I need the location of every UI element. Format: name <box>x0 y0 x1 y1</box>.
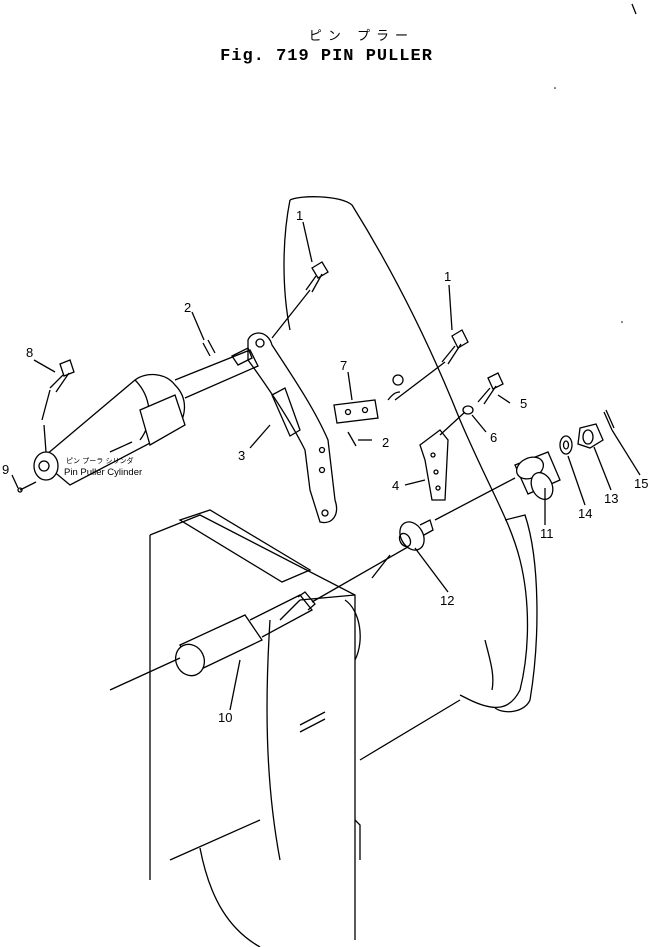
lower-housing <box>149 509 361 947</box>
part-15-cotter-pin <box>603 409 615 431</box>
cylinder-caption-english: Pin Puller Cylinder <box>64 467 142 478</box>
part-8-bolt <box>41 359 75 421</box>
leader-lines <box>11 221 641 711</box>
callout-6: 6 <box>490 430 497 445</box>
part-1-bolt-upper <box>271 261 329 339</box>
figure-header: ピン プラー Fig. 719 PIN PULLER <box>0 28 653 68</box>
part-3-lever <box>247 332 338 524</box>
part-12-collar <box>371 519 434 579</box>
part-11-bushing <box>434 451 561 521</box>
callout-9: 9 <box>2 462 9 477</box>
figure-title-japanese: ピン プラー <box>308 29 415 44</box>
callout-8: 8 <box>26 345 33 360</box>
callout-4: 4 <box>392 478 399 493</box>
callout-10: 10 <box>218 710 232 725</box>
part-13-nut <box>577 423 604 449</box>
stray-marks <box>387 3 637 401</box>
callout-15: 15 <box>634 476 648 491</box>
callout-14: 14 <box>578 506 592 521</box>
callout-13: 13 <box>604 491 618 506</box>
callout-5: 5 <box>520 396 527 411</box>
callout-3: 3 <box>238 448 245 463</box>
part-6-washer <box>439 405 474 436</box>
cylinder-caption: ピン プーラ シリンダ Pin Puller Cylinder <box>64 456 142 478</box>
part-2-pin-right <box>347 431 357 447</box>
part-2-pin-left <box>202 339 216 357</box>
part-5-bolt <box>477 372 504 405</box>
callout-labels: 1 1 2 2 3 4 5 6 7 8 9 10 11 12 13 14 15 <box>2 208 648 725</box>
pin-puller-cylinder <box>33 347 259 486</box>
part-7-plate <box>333 399 379 424</box>
callout-1-right: 1 <box>444 269 451 284</box>
part-9-pin <box>17 481 37 493</box>
part-10-pin <box>109 539 421 691</box>
callout-7: 7 <box>340 358 347 373</box>
part-4-bracket <box>419 429 449 501</box>
figure-title: Fig. 719 PIN PULLER <box>220 47 433 66</box>
part-14-washer <box>559 435 573 455</box>
callout-11: 11 <box>540 526 554 541</box>
cylinder-caption-japanese: ピン プーラ シリンダ <box>66 456 133 465</box>
callout-1-upper: 1 <box>296 208 303 223</box>
callout-2-left: 2 <box>184 300 191 315</box>
frame-plate <box>283 196 538 761</box>
callout-12: 12 <box>440 593 454 608</box>
part-1-bolt-right <box>394 329 469 401</box>
callout-2-right: 2 <box>382 435 389 450</box>
